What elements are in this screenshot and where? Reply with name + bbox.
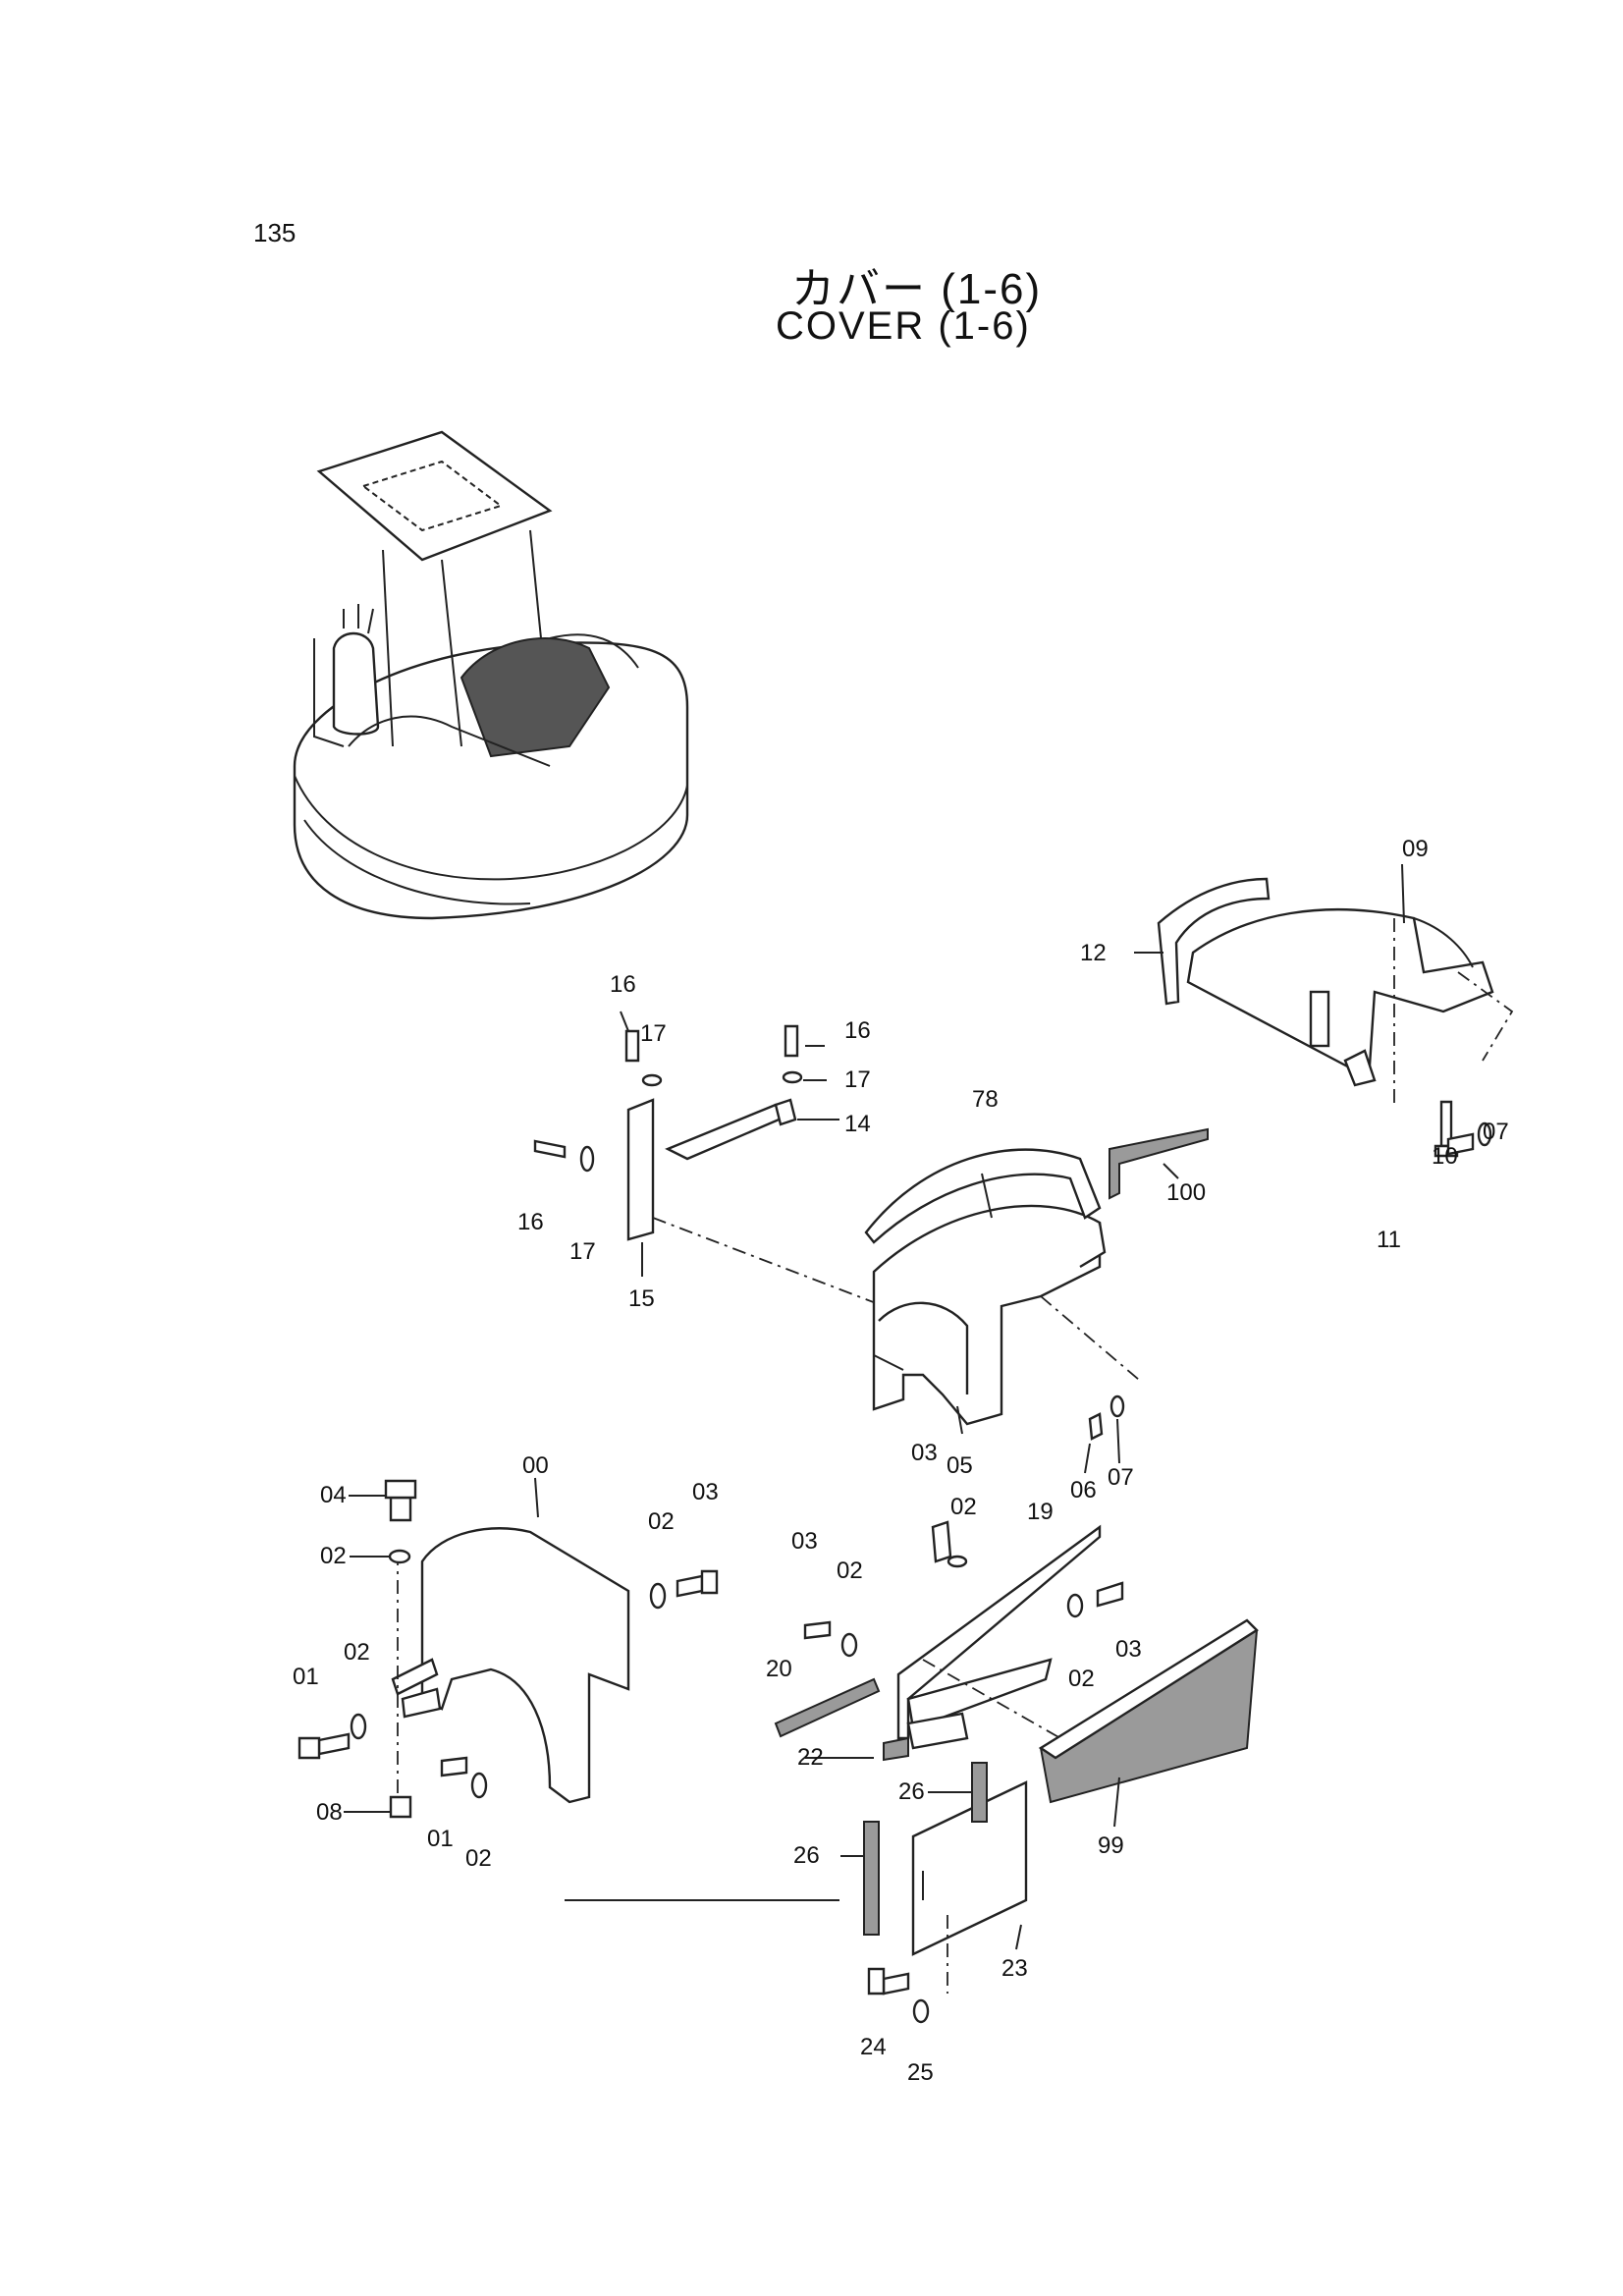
machine-overview-illustration xyxy=(293,430,689,920)
callout-02: 02 xyxy=(950,1494,977,1520)
callout-03: 03 xyxy=(1115,1636,1142,1663)
callout-17: 17 xyxy=(569,1238,596,1265)
callout-16: 16 xyxy=(844,1017,871,1044)
title-english: COVER (1-6) xyxy=(776,304,1031,348)
title-japanese: カバー (1-6) xyxy=(791,265,1043,313)
callout-02: 02 xyxy=(837,1558,863,1584)
callout-labels: 09 12 16 17 16 17 14 16 17 15 78 100 10 … xyxy=(293,836,1509,2086)
callout-02: 02 xyxy=(344,1639,370,1666)
callout-16: 16 xyxy=(517,1209,544,1235)
callout-10: 10 xyxy=(1432,1143,1458,1170)
callout-26: 26 xyxy=(898,1778,925,1805)
callout-26: 26 xyxy=(793,1842,820,1869)
callout-17: 17 xyxy=(640,1020,667,1047)
callout-03: 03 xyxy=(911,1440,938,1466)
callout-07: 07 xyxy=(1483,1119,1509,1145)
callout-01: 01 xyxy=(293,1664,319,1690)
cover-00-assembly xyxy=(298,1479,719,1819)
callout-100: 100 xyxy=(1166,1179,1206,1206)
bracket-14-15 xyxy=(533,1024,885,1307)
callout-14: 14 xyxy=(844,1111,871,1137)
cover-05-assembly xyxy=(864,1127,1209,1441)
callout-78: 78 xyxy=(972,1086,999,1113)
bracket-19-assembly xyxy=(774,1520,1124,1762)
callout-11: 11 xyxy=(1377,1227,1401,1253)
plate-23-assembly xyxy=(863,1762,1028,2024)
callout-06: 06 xyxy=(1070,1477,1097,1503)
callout-15: 15 xyxy=(628,1285,655,1312)
plate-99 xyxy=(1038,1618,1259,1804)
cover-09-assembly xyxy=(1157,877,1514,1158)
callout-16: 16 xyxy=(610,971,636,998)
leader-lines xyxy=(344,863,1405,1950)
callout-24: 24 xyxy=(860,2034,887,2060)
callout-19: 19 xyxy=(1027,1499,1054,1525)
callout-09: 09 xyxy=(1402,836,1429,862)
callout-02: 02 xyxy=(465,1845,492,1872)
callout-25: 25 xyxy=(907,2059,934,2086)
callout-05: 05 xyxy=(947,1452,973,1479)
callout-03: 03 xyxy=(692,1479,719,1505)
callout-02: 02 xyxy=(1068,1666,1095,1692)
callout-20: 20 xyxy=(766,1656,792,1682)
callout-07: 07 xyxy=(1108,1464,1134,1491)
callout-23: 23 xyxy=(1001,1955,1028,1982)
callout-08: 08 xyxy=(316,1799,343,1826)
callout-01: 01 xyxy=(427,1826,454,1852)
callout-04: 04 xyxy=(320,1482,347,1508)
callout-03: 03 xyxy=(791,1528,818,1555)
page-number: 135 xyxy=(253,218,297,247)
callout-17: 17 xyxy=(844,1066,871,1093)
callout-00: 00 xyxy=(522,1452,549,1479)
callout-22: 22 xyxy=(797,1744,824,1771)
callout-02: 02 xyxy=(320,1543,347,1569)
callout-02: 02 xyxy=(648,1508,675,1535)
callout-12: 12 xyxy=(1080,940,1107,966)
callout-99: 99 xyxy=(1098,1832,1124,1859)
